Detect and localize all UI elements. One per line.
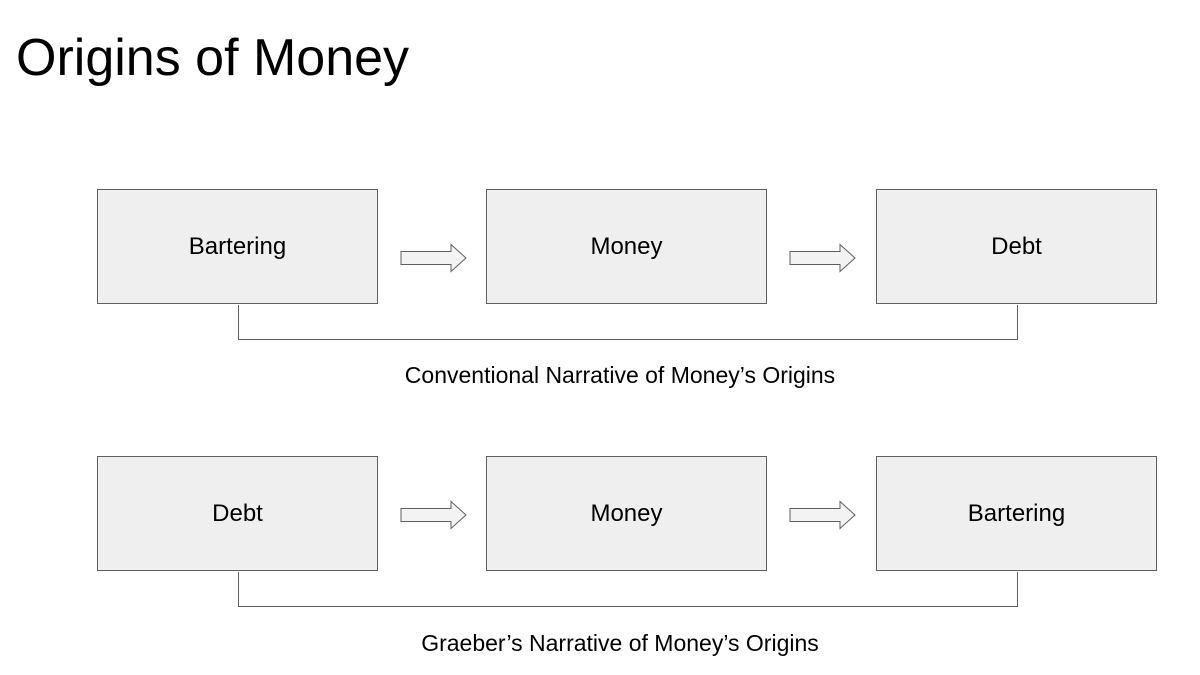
conventional-step-1-label: Bartering bbox=[188, 232, 287, 260]
right-arrow-icon bbox=[789, 500, 857, 530]
graeber-step-3-box: Bartering bbox=[876, 456, 1157, 571]
conventional-caption: Conventional Narrative of Money’s Origin… bbox=[404, 362, 836, 388]
graeber-step-1-label: Debt bbox=[212, 499, 263, 527]
right-arrow-icon bbox=[400, 243, 468, 273]
page-title: Origins of Money bbox=[16, 29, 410, 87]
conventional-step-2-box: Money bbox=[486, 189, 767, 304]
graeber-step-2-box: Money bbox=[486, 456, 767, 571]
graeber-step-1-box: Debt bbox=[97, 456, 378, 571]
conventional-step-2-label: Money bbox=[590, 232, 663, 260]
graeber-step-2-label: Money bbox=[590, 499, 663, 527]
graeber-caption: Graeber’s Narrative of Money’s Origins bbox=[421, 630, 819, 656]
right-arrow-icon bbox=[789, 243, 857, 273]
conventional-bracket bbox=[238, 305, 1018, 340]
graeber-step-3-label: Bartering bbox=[967, 499, 1066, 527]
graeber-bracket bbox=[238, 572, 1018, 607]
right-arrow-icon bbox=[400, 500, 468, 530]
conventional-step-1-box: Bartering bbox=[97, 189, 378, 304]
conventional-step-3-label: Debt bbox=[991, 232, 1042, 260]
conventional-step-3-box: Debt bbox=[876, 189, 1157, 304]
